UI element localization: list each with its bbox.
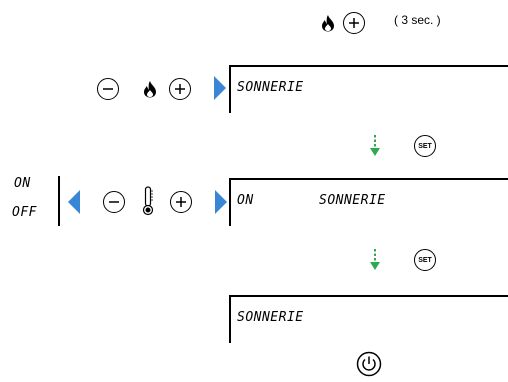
screen2-text: SONNERIE xyxy=(319,193,386,208)
display-screen-1: SONNERIE xyxy=(229,65,508,113)
set-button-2[interactable]: SET xyxy=(414,249,436,271)
minus-button-row2[interactable] xyxy=(103,191,125,213)
flame-icon-row1 xyxy=(142,80,158,103)
side-on-label: ON xyxy=(14,176,31,191)
down-arrow-icon-2 xyxy=(369,249,381,276)
side-divider xyxy=(58,176,60,226)
minus-button-row1[interactable] xyxy=(97,78,119,100)
down-arrow-icon-1 xyxy=(369,135,381,162)
screen2-state: ON xyxy=(237,193,254,208)
set-button-1[interactable]: SET xyxy=(414,135,436,157)
screen3-text: SONNERIE xyxy=(237,310,304,325)
display-screen-2: ON SONNERIE xyxy=(229,178,508,226)
left-arrow-icon-row2 xyxy=(68,190,80,219)
power-button[interactable] xyxy=(356,351,382,382)
right-arrow-icon-row1 xyxy=(214,76,226,105)
screen1-text: SONNERIE xyxy=(237,80,304,95)
side-off-label: OFF xyxy=(12,205,37,220)
plus-button-row1[interactable] xyxy=(169,78,191,100)
hold-duration-label: ( 3 sec. ) xyxy=(394,13,441,27)
plus-button-row2[interactable] xyxy=(170,191,192,213)
display-screen-3: SONNERIE xyxy=(229,295,508,343)
plus-button-top[interactable] xyxy=(343,12,365,34)
right-arrow-icon-row2 xyxy=(215,190,227,219)
thermometer-icon xyxy=(141,186,155,221)
top-flame-icon xyxy=(320,14,336,37)
